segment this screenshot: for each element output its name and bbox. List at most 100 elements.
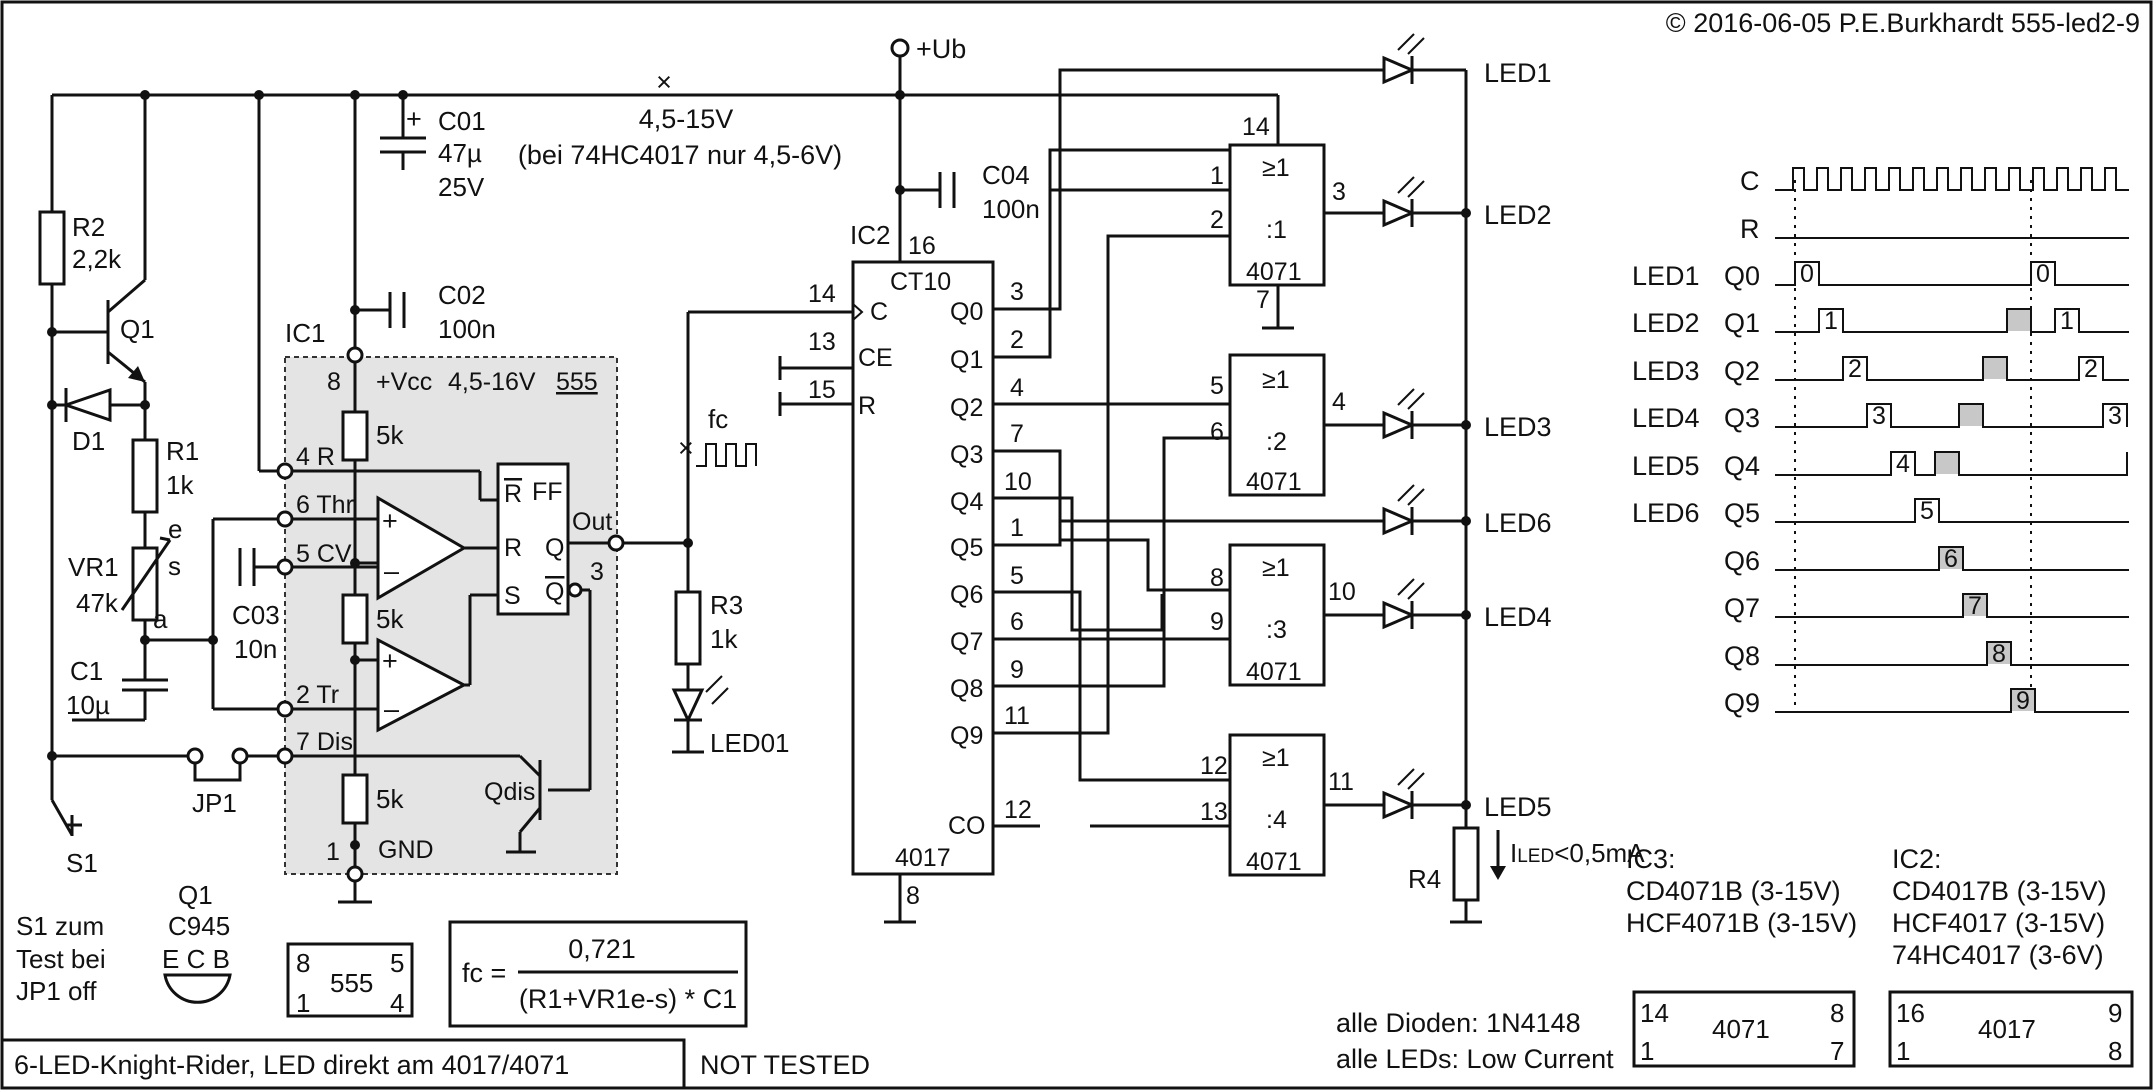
copyright: © 2016-06-05 P.E.Burkhardt 555-led2-9 xyxy=(1666,8,2140,38)
ic1-gnd-pin: 1 xyxy=(326,838,340,866)
formula-numerator: 0,721 xyxy=(568,934,636,964)
gate1-type: 4071 xyxy=(1246,258,1302,286)
t-q2: Q2 xyxy=(1724,356,1760,386)
dip4017-name: 4017 xyxy=(1978,1014,2036,1044)
dip555-tl: 8 xyxy=(296,948,310,978)
ic2-type: 4017 xyxy=(895,844,951,872)
svg-text:–: – xyxy=(384,556,399,586)
ic2-q3-pin: 7 xyxy=(1010,420,1024,448)
c1-value: 10µ xyxy=(66,690,110,720)
ic2-co-pin: 12 xyxy=(1004,796,1032,824)
ic2-part-1: CD4017B (3-15V) xyxy=(1892,876,2107,906)
ic2-in-c-label: C xyxy=(870,298,888,326)
t-q6: Q6 xyxy=(1724,546,1760,576)
t-q0-p1: 0 xyxy=(2036,260,2050,288)
led2-symbol xyxy=(1382,176,1466,228)
formula-box xyxy=(448,920,748,1028)
dip4071-name: 4071 xyxy=(1712,1014,1770,1044)
ic2-in-ce-pin: 13 xyxy=(808,328,836,356)
comparator-bottom xyxy=(376,637,468,733)
formula-lhs: fc = xyxy=(462,958,506,988)
supply-note: (bei 74HC4017 nur 4,5-6V) xyxy=(518,140,842,170)
ic3-part-2: HCF4071B (3-15V) xyxy=(1626,908,1857,938)
footer-title: 6-LED-Knight-Rider, LED direkt am 4017/4… xyxy=(14,1050,569,1080)
led3-symbol xyxy=(1382,388,1466,440)
svg-text:+: + xyxy=(382,646,398,676)
c01-name: C01 xyxy=(438,106,486,136)
ic2-q5: Q5 xyxy=(950,534,983,562)
r4-name: R4 xyxy=(1408,864,1441,894)
c02-name: C02 xyxy=(438,280,486,310)
t-led3: LED3 xyxy=(1632,356,1700,386)
svg-text:×: × xyxy=(656,67,672,97)
ic2-q8: Q8 xyxy=(950,675,983,703)
gate2-out: 4 xyxy=(1332,388,1346,416)
ic1-pin-reset: 4 R xyxy=(296,443,335,471)
r2-name: R2 xyxy=(72,212,105,242)
ff-qbar: Q xyxy=(545,578,564,606)
dip4017-tr: 9 xyxy=(2108,998,2122,1028)
ic1-vcc-label: +Vcc xyxy=(376,368,432,396)
gate1-in1: 1 xyxy=(1210,162,1224,190)
r4-resistor xyxy=(1452,826,1480,902)
led3-label: LED3 xyxy=(1484,412,1552,442)
s1-note-3: JP1 off xyxy=(16,976,97,1006)
ic3-part-1: CD4071B (3-15V) xyxy=(1626,876,1841,906)
ic2-q9-pin: 11 xyxy=(1004,702,1030,730)
r3-resistor xyxy=(674,590,702,666)
t-led6: LED6 xyxy=(1632,498,1700,528)
t-q6-p0: 6 xyxy=(1944,545,1958,573)
gate-3 xyxy=(1228,543,1326,687)
s1-note-2: Test bei xyxy=(16,944,106,974)
ic1-vcc-pin: 8 xyxy=(327,368,341,396)
ic2-in-r-label: R xyxy=(858,392,876,420)
gate4-sym: ≥1 xyxy=(1262,744,1290,772)
t-q1: Q1 xyxy=(1724,308,1760,338)
t-led5: LED5 xyxy=(1632,451,1700,481)
ic1-pin-discharge: 7 Dis xyxy=(296,728,353,756)
comparator-top xyxy=(376,495,467,601)
q1-pinout-name: Q1 xyxy=(178,880,213,910)
c01-value: 47µ xyxy=(438,138,482,168)
t-q3-p0: 3 xyxy=(1872,402,1886,430)
ic1-r-mid xyxy=(341,593,369,645)
ic1-out-pin: 3 xyxy=(590,558,604,586)
t-q4: Q4 xyxy=(1724,451,1760,481)
ic2-in-ce-label: CE xyxy=(858,344,893,372)
t-q7: Q7 xyxy=(1724,593,1760,623)
gate4-type: 4071 xyxy=(1246,848,1302,876)
ic2-q1: Q1 xyxy=(950,346,983,374)
gate3-in1: 8 xyxy=(1210,564,1224,592)
t-q0: Q0 xyxy=(1724,261,1760,291)
fc-label: fc xyxy=(708,404,728,434)
gate3-type: 4071 xyxy=(1246,658,1302,686)
t-q2-p1: 2 xyxy=(2084,355,2098,383)
c03-value: 10n xyxy=(234,634,277,664)
vr1-pin-s: s xyxy=(168,551,181,581)
qdis-label: Qdis xyxy=(484,778,535,806)
gate3-sym: ≥1 xyxy=(1262,554,1290,582)
ic2-func: CT10 xyxy=(890,268,951,296)
gate1-gnd-pin: 7 xyxy=(1256,286,1270,314)
ic1-pin-trigger: 2 Tr xyxy=(296,681,339,709)
ic2-q7-pin: 6 xyxy=(1010,608,1024,636)
gate4-div: :4 xyxy=(1266,806,1287,834)
ic1-type: 555 xyxy=(556,368,598,396)
supply-range: 4,5-15V xyxy=(639,104,734,134)
t-q7-p0: 7 xyxy=(1968,592,1982,620)
q1-type: C945 xyxy=(168,911,230,941)
led4-symbol xyxy=(1382,578,1466,630)
ic2-gnd-pin: 8 xyxy=(906,882,920,910)
gate3-div: :3 xyxy=(1266,616,1287,644)
svg-text:+: + xyxy=(382,506,398,536)
q1-pins: E C B xyxy=(162,944,230,974)
ilimit-value: <0,5mA xyxy=(1554,838,1645,868)
gate2-in2: 6 xyxy=(1210,418,1224,446)
gate4-in2: 13 xyxy=(1200,798,1228,826)
s1-name: S1 xyxy=(66,848,98,878)
q1-transistor xyxy=(52,95,147,405)
ilimit-subscript: LED xyxy=(1517,846,1554,867)
ic2-name: IC2 xyxy=(850,220,890,250)
svg-text:–: – xyxy=(384,694,399,724)
dip4071-bl: 1 xyxy=(1640,1036,1654,1066)
